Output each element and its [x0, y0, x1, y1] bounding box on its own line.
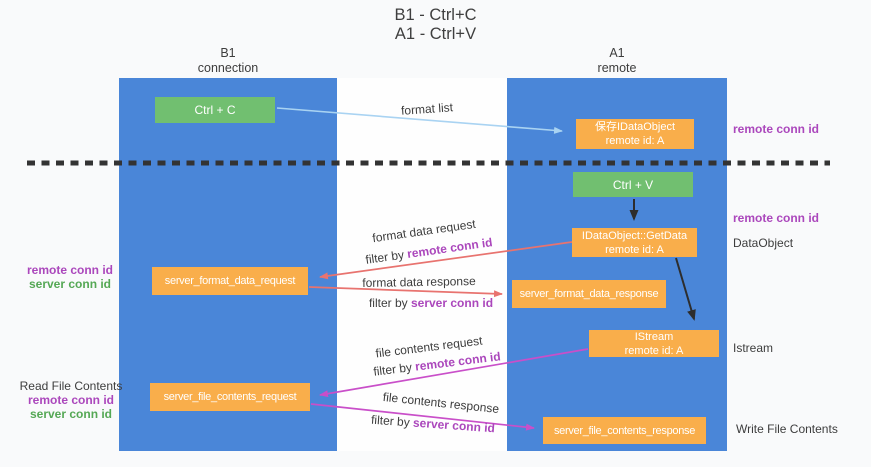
edge-label-format-data-response-filter: filter by server conn id: [369, 296, 493, 310]
server-file-contents-response-label: server_file_contents_response: [553, 424, 696, 437]
node-ctrl-c-label: Ctrl + C: [194, 103, 236, 117]
node-server-file-contents-request: server_file_contents_request: [150, 383, 310, 411]
title-line-1: B1 - Ctrl+C: [394, 6, 477, 24]
getdata-line2: remote id: A: [605, 243, 664, 256]
saved-idataobject-line2: remote id: A: [605, 135, 665, 147]
annotation-istream: Istream: [733, 341, 774, 355]
istream-line1: IStream: [634, 330, 674, 343]
node-ctrl-c: Ctrl + C: [155, 97, 275, 123]
annotation-write-file-contents: Write File Contents: [736, 422, 838, 436]
annotation-read-file-contents: Read File Contents remote conn id server…: [16, 379, 126, 421]
lane-a1-title: A1: [609, 46, 625, 60]
node-server-format-data-response: server_format_data_response: [512, 280, 666, 308]
left-remote-conn-id: remote conn id: [26, 263, 113, 277]
left-file-remote-conn-id: remote conn id: [27, 393, 114, 407]
node-server-file-contents-response: server_file_contents_response: [543, 417, 706, 444]
annotation-left-format-ids: remote conn id server conn id: [18, 263, 122, 291]
node-ctrl-v-label: Ctrl + V: [612, 177, 654, 192]
lane-a1-subtitle: remote: [597, 61, 637, 75]
istream-line2: remote id: A: [624, 344, 684, 357]
getdata-line1: IDataObject::GetData: [581, 229, 688, 242]
left-server-conn-id: server conn id: [28, 277, 112, 291]
lane-b1-title: B1: [220, 46, 236, 60]
filter-by-text: filter by: [370, 412, 414, 430]
server-file-contents-request-label: server_file_contents_request: [163, 391, 297, 403]
lane-b1-subtitle: connection: [197, 61, 259, 75]
lane-header-b1: B1 connection: [119, 46, 337, 76]
annotation-right-remote-conn-id-top: remote conn id: [733, 122, 820, 136]
lane-header-a1: A1 remote: [507, 46, 727, 76]
server-format-data-response-label: server_format_data_response: [519, 288, 659, 300]
left-file-server-conn-id: server conn id: [29, 407, 113, 421]
node-idataobject-getdata: IDataObject::GetData remote id: A: [572, 228, 697, 257]
title-line-2: A1 - Ctrl+V: [394, 25, 477, 43]
edge-label-format-data-response: format data response: [362, 274, 476, 290]
node-server-format-data-request: server_format_data_request: [152, 267, 308, 295]
diagram-title: B1 - Ctrl+C A1 - Ctrl+V: [0, 6, 871, 44]
node-saved-idataobject: 保存IDataObject remote id: A: [576, 119, 694, 149]
server-format-data-request-label: server_format_data_request: [164, 275, 296, 287]
node-ctrl-v: Ctrl + V: [573, 172, 693, 197]
server-conn-id-text: server conn id: [410, 296, 494, 310]
annotation-dataobject: DataObject: [733, 236, 794, 250]
annotation-right-remote-conn-id-mid: remote conn id: [733, 211, 820, 225]
filter-by-text: filter by: [368, 296, 411, 310]
read-file-contents-label: Read File Contents: [19, 379, 123, 393]
saved-idataobject-line1: 保存IDataObject: [594, 121, 676, 133]
node-istream: IStream remote id: A: [589, 330, 719, 357]
